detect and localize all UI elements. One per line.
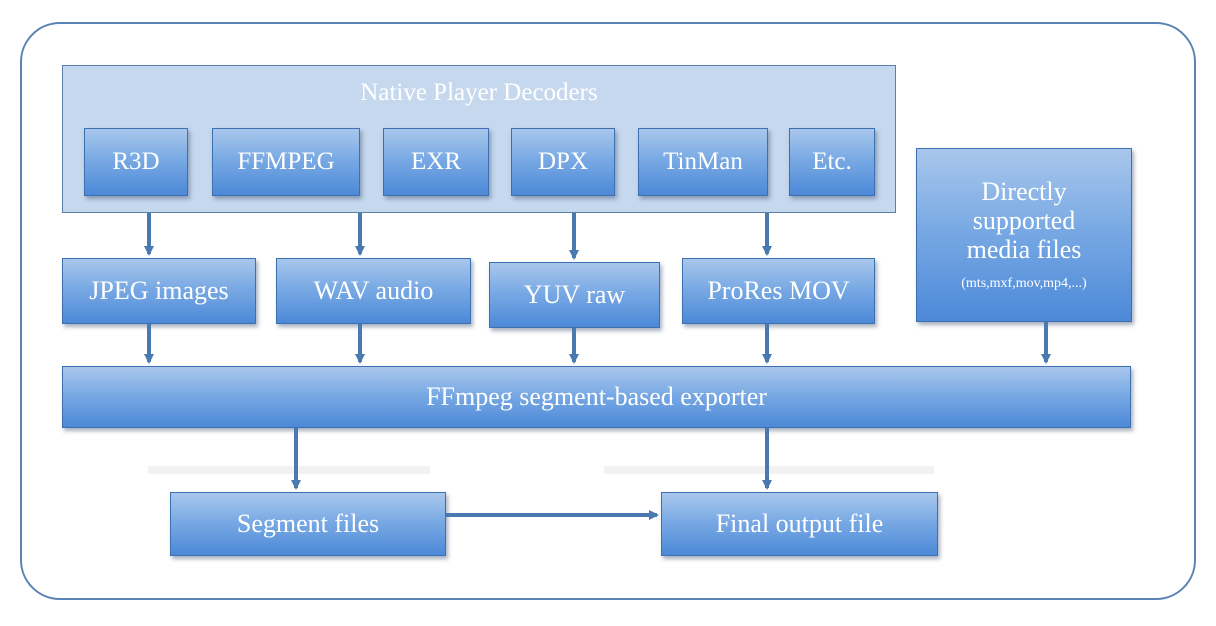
ffmpeg-exporter-box: FFmpeg segment-based exporter [62,366,1131,428]
direct-media-formats: (mts,mxf,mov,mp4,...) [961,275,1087,291]
final-output-box: Final output file [661,492,938,556]
wav-audio-box: WAV audio [276,258,471,324]
direct-media-line-2: supported [972,205,1076,235]
decoder-etc: Etc. [789,128,875,196]
decoder-r3d: R3D [84,128,188,196]
decoder-tinman: TinMan [638,128,768,196]
direct-media-box: Directly supported media files (mts,mxf,… [916,148,1132,322]
jpeg-images-box: JPEG images [62,258,256,324]
direct-media-line-3: media files [966,234,1082,264]
decoder-exr: EXR [383,128,489,196]
decoder-dpx: DPX [511,128,615,196]
shadow-strip-left [148,466,430,474]
yuv-raw-box: YUV raw [489,262,660,328]
native-decoders-title: Native Player Decoders [360,79,598,106]
decoder-ffmpeg: FFMPEG [212,128,360,196]
direct-media-line-1: Directly [981,176,1067,206]
segment-files-box: Segment files [170,492,446,556]
prores-mov-box: ProRes MOV [682,258,875,324]
